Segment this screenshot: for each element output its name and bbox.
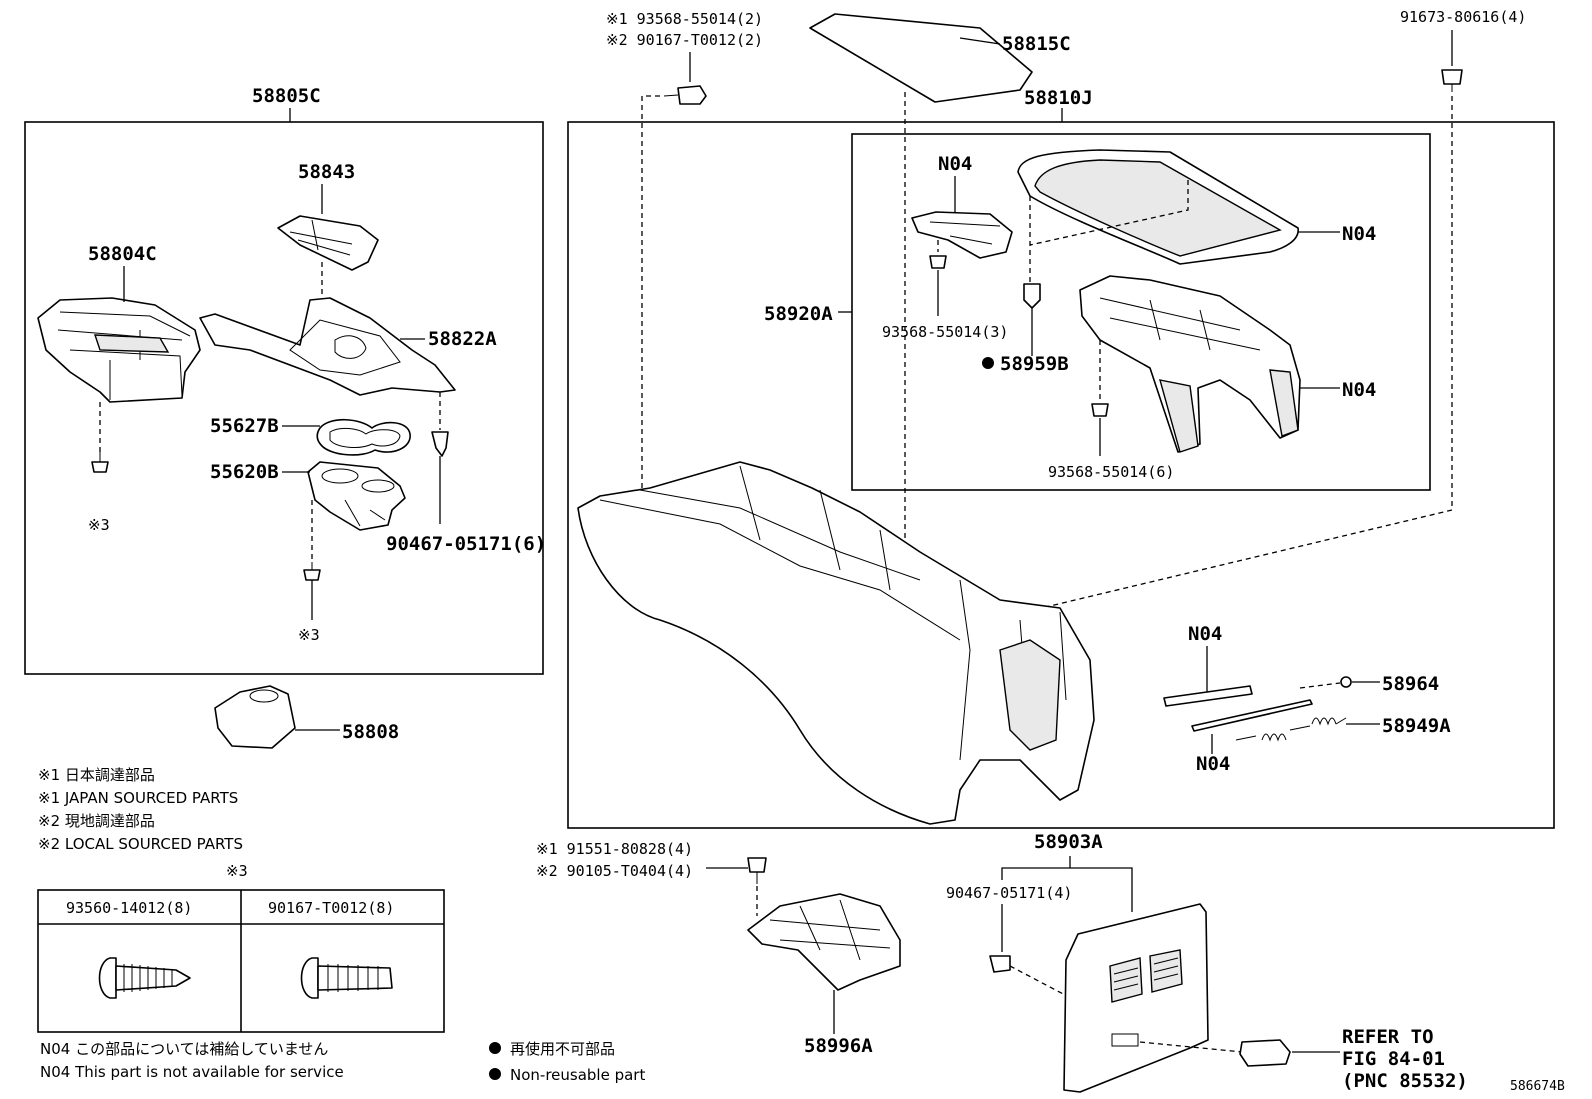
- label-n04-c: N04: [1342, 379, 1376, 401]
- part-55620B-cupholder: [307, 461, 406, 531]
- note-n04-jp: N04 この部品については補給していません: [40, 1040, 328, 1058]
- part-usb-port: [1239, 1039, 1291, 1067]
- label-93568-6: 93568-55014(6): [1048, 463, 1174, 481]
- part-58949A-spring: [1235, 717, 1347, 742]
- label-n04-a: N04: [938, 153, 972, 175]
- nonreusable-bullet-icon: [982, 357, 994, 369]
- part-58964-clip: [1340, 676, 1352, 688]
- label-58810J: 58810J: [1024, 87, 1093, 109]
- fastener-table-ref: ※3: [226, 862, 248, 880]
- label-top-bolt-1: ※1 93568-55014(2): [606, 10, 763, 28]
- part-long-rod: [1191, 699, 1313, 732]
- part-58843-plate: [277, 215, 379, 271]
- bolt-icon: [1441, 69, 1463, 92]
- legend-line-1: ※1 日本調達部品: [38, 766, 155, 784]
- label-55620B: 55620B: [210, 461, 279, 483]
- clip-icon: [989, 955, 1011, 973]
- part-58822A-bezel: [199, 297, 456, 396]
- part-hinge-n04: [911, 211, 1013, 259]
- clip-icon: [431, 431, 449, 457]
- figure-number: 586674B: [1510, 1079, 1565, 1094]
- part-console-body: [577, 461, 1095, 825]
- note-nonreuse-jp: 再使用不可部品: [510, 1040, 615, 1058]
- legend-line-4: ※2 LOCAL SOURCED PARTS: [38, 835, 243, 853]
- fastener-col-2: 90167-T0012(8): [268, 899, 394, 917]
- clip-icon: [1023, 283, 1041, 309]
- label-93568-3: 93568-55014(3): [882, 323, 1008, 341]
- screw-icon: [91, 452, 109, 473]
- part-rod-n04: [1163, 685, 1253, 707]
- label-58822A: 58822A: [428, 328, 497, 350]
- label-58843: 58843: [298, 161, 355, 183]
- label-91673: 91673-80616(4): [1400, 8, 1526, 26]
- label-refer-3: (PNC 85532): [1342, 1070, 1468, 1092]
- label-58920A: 58920A: [764, 303, 833, 325]
- bolt-screw-icon: [300, 957, 393, 999]
- ref3-left: ※3: [88, 516, 110, 534]
- bolt-icon: [663, 85, 707, 105]
- label-refer-1: REFER TO: [1342, 1026, 1434, 1048]
- label-n04-e: N04: [1196, 753, 1230, 775]
- nonreusable-bullet-icon: [489, 1068, 501, 1080]
- part-58804C-tray: [37, 297, 201, 403]
- label-58815C: 58815C: [1002, 33, 1071, 55]
- screw-icon: [929, 255, 947, 269]
- label-90467-4: 90467-05171(4): [946, 884, 1072, 902]
- label-55627B: 55627B: [210, 415, 279, 437]
- label-58804C: 58804C: [88, 243, 157, 265]
- legend-line-2: ※1 JAPAN SOURCED PARTS: [38, 789, 238, 807]
- label-58959B: 58959B: [1000, 353, 1069, 375]
- note-nonreuse-en: Non-reusable part: [510, 1066, 645, 1084]
- legend-line-3: ※2 現地調達部品: [38, 812, 155, 830]
- bolt-icon: [747, 857, 767, 884]
- part-58903A-panel: [1063, 903, 1209, 1093]
- part-58808: [214, 685, 296, 749]
- fastener-col-1: 93560-14012(8): [66, 899, 192, 917]
- note-n04-en: N04 This part is not available for servi…: [40, 1063, 344, 1081]
- box-58805C: [24, 121, 544, 675]
- part-armrest-base: [1079, 275, 1301, 453]
- label-90467-6: 90467-05171(6): [386, 533, 546, 555]
- part-58996A-bracket: [747, 893, 901, 991]
- label-58903A: 58903A: [1034, 831, 1103, 853]
- ref3-center: ※3: [298, 626, 320, 644]
- label-n04-b: N04: [1342, 223, 1376, 245]
- label-n04-d: N04: [1188, 623, 1222, 645]
- label-top-bolt-2: ※2 90167-T0012(2): [606, 31, 763, 49]
- label-bolt-lower-2: ※2 90105-T0404(4): [536, 862, 693, 880]
- label-58805C: 58805C: [252, 85, 321, 107]
- part-lid-n04: [1017, 149, 1299, 265]
- screw-icon: [1091, 403, 1109, 417]
- label-refer-2: FIG 84-01: [1342, 1048, 1445, 1070]
- label-58949A: 58949A: [1382, 715, 1451, 737]
- screw-icon: [303, 562, 321, 581]
- part-58815C-pad: [809, 13, 1033, 103]
- label-58808: 58808: [342, 721, 399, 743]
- label-bolt-lower-1: ※1 91551-80828(4): [536, 840, 693, 858]
- box-58810J: [567, 121, 1555, 829]
- label-58964: 58964: [1382, 673, 1439, 695]
- tapping-screw-icon: [98, 957, 191, 999]
- nonreusable-bullet-icon: [489, 1042, 501, 1054]
- label-58996A: 58996A: [804, 1035, 873, 1057]
- part-55627B-gasket: [316, 418, 411, 456]
